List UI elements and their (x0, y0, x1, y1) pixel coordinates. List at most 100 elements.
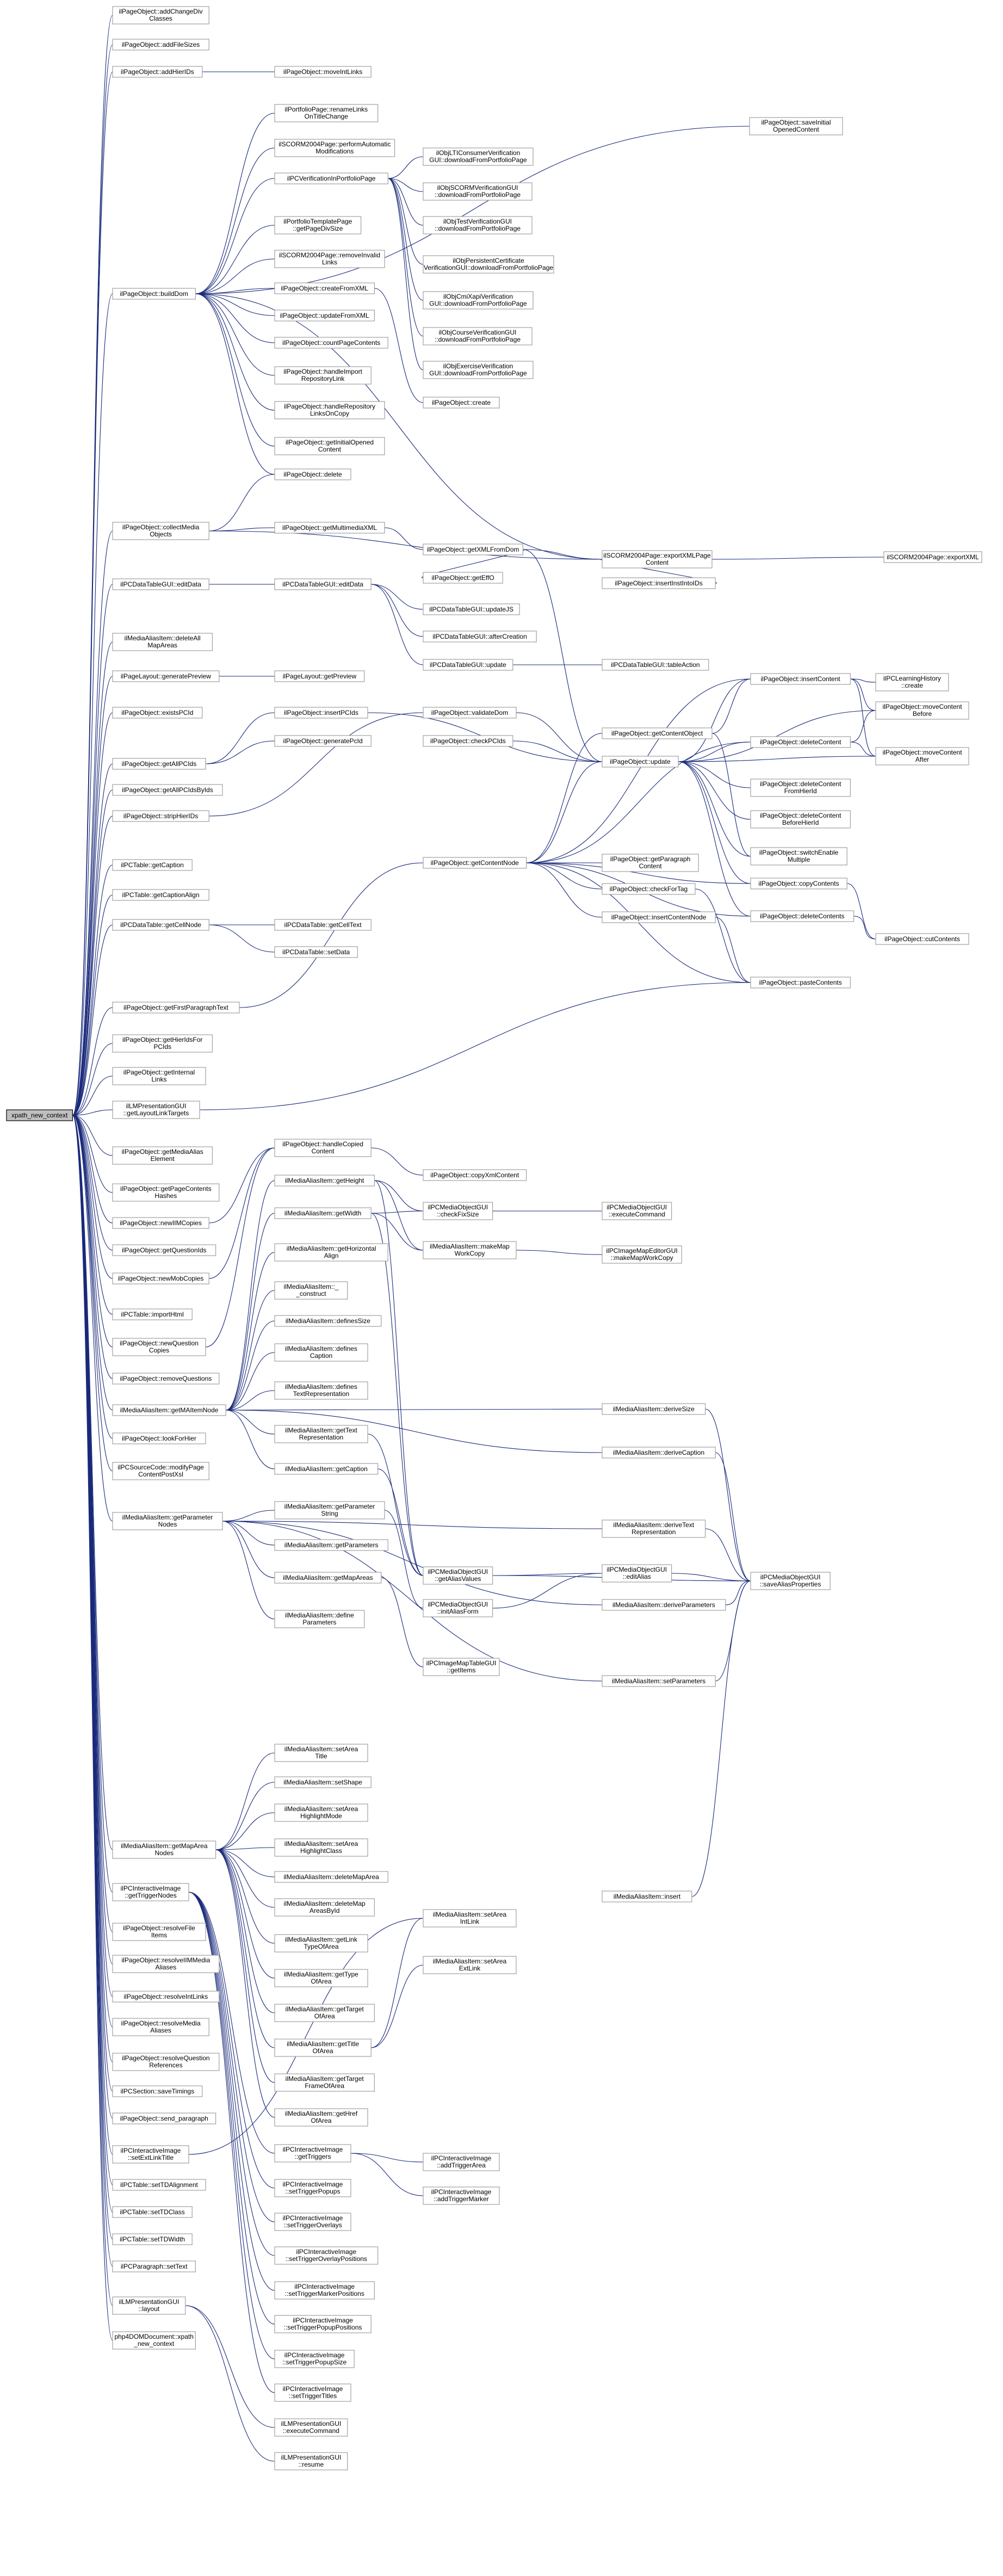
graph-node[interactable]: ilPageObject::stripHierIDs (112, 810, 209, 822)
graph-node[interactable]: ilPCDataTableGUI::editData (274, 578, 372, 590)
graph-node[interactable]: ilPageObject::send_paragraph (112, 2112, 216, 2124)
graph-node[interactable]: ilPCTable::setTDAlignment (112, 2179, 206, 2191)
graph-node[interactable]: ilPageObject::lookForHier (112, 1432, 206, 1444)
graph-node[interactable]: ilPCInteractiveImage::setTriggerPopups (274, 2179, 351, 2197)
graph-node[interactable]: ilPageObject::deleteContents (750, 910, 855, 922)
graph-node[interactable]: ilMediaAliasItem::deriveTextRepresentati… (602, 1519, 706, 1538)
graph-node[interactable]: ilMediaAliasItem::insert (602, 1891, 692, 1902)
graph-node[interactable]: ilMediaAliasItem::getCaption (274, 1463, 379, 1475)
graph-node[interactable]: ilPCDataTable::getCellNode (112, 919, 209, 931)
graph-node[interactable]: ilObjExerciseVerificationGUI::downloadFr… (423, 361, 534, 379)
graph-node[interactable]: ilMediaAliasItem::definesSize (274, 1315, 382, 1327)
graph-node[interactable]: ilPageObject::copyContents (750, 878, 847, 889)
graph-node[interactable]: ilPageObject::copyXmlContent (423, 1169, 527, 1181)
graph-node[interactable]: ilPCTable::setTDWidth (112, 2233, 193, 2245)
graph-node[interactable]: ilMediaAliasItem::getWidth (274, 1207, 372, 1219)
graph-node[interactable]: ilObjCourseVerificationGUI::downloadFrom… (423, 327, 533, 345)
graph-node[interactable]: ilMediaAliasItem::deriveSize (602, 1403, 706, 1415)
graph-node[interactable]: ilPageObject::resolveIntLinks (112, 1991, 220, 2003)
graph-node[interactable]: ilPCDataTableGUI::update (423, 659, 513, 671)
graph-node[interactable]: ilPCInteractiveImage::setTriggerMarkerPo… (274, 2281, 375, 2300)
graph-node[interactable]: ilPCMediaObjectGUI::initAliasForm (423, 1599, 493, 1617)
graph-node[interactable]: ilPageObject::insertInstIntoIDs (602, 577, 716, 589)
graph-node[interactable]: ilPageLayout::generatePreview (112, 670, 220, 682)
graph-node[interactable]: ilPCImageMapTableGUI::getItems (423, 1658, 500, 1676)
graph-node[interactable]: ilPCLearningHistory::create (875, 673, 949, 691)
graph-node[interactable]: ilPageObject::checkForTag (602, 883, 696, 895)
graph-node[interactable]: ilObjPersistentCertificateVerificationGU… (423, 255, 554, 274)
graph-node[interactable]: ilSCORM2004Page::exportXML (883, 551, 982, 563)
graph-node[interactable]: ilMediaAliasItem::deriveCaption (602, 1447, 716, 1459)
graph-node[interactable]: ilPageObject::newIIMCopies (112, 1217, 209, 1229)
graph-node[interactable]: ilPageObject::pasteContents (750, 977, 851, 989)
graph-node[interactable]: ilObjCmiXapiVerificationGUI::downloadFro… (423, 291, 534, 310)
graph-node[interactable]: ilPortfolioTemplatePage::getPageDivSize (274, 216, 362, 234)
graph-node[interactable]: ilMediaAliasItem::getParameters (274, 1539, 388, 1551)
graph-node[interactable]: ilPCDataTable::setData (274, 946, 358, 958)
graph-node[interactable]: ilPCInteractiveImage::setTriggerOverlayP… (274, 2246, 379, 2265)
root-node[interactable]: xpath_new_context (6, 1109, 73, 1121)
graph-node[interactable]: ilPCMediaObjectGUI::saveAliasProperties (750, 1572, 831, 1590)
graph-node[interactable]: ilPCInteractiveImage::setTriggerPopupPos… (274, 2315, 372, 2333)
graph-node[interactable]: ilMediaAliasItem::setParameters (602, 1675, 716, 1687)
graph-node[interactable]: ilPCInteractiveImage::getTriggers (274, 2144, 351, 2163)
graph-node[interactable]: ilPCSection::saveTimings (112, 2085, 203, 2097)
graph-node[interactable]: ilPageObject::validateDom (423, 707, 517, 719)
graph-node[interactable]: ilPCDataTableGUI::tableAction (602, 659, 709, 671)
graph-node[interactable]: ilPageObject::insertContent (750, 673, 851, 685)
graph-node[interactable]: ilPageObject::countPageContents (274, 337, 388, 349)
graph-node[interactable]: ilPCTable::getCaptionAlign (112, 889, 209, 901)
graph-node[interactable]: ilPageObject::cutContents (875, 933, 969, 945)
graph-node[interactable]: ilPCParagraph::setText (112, 2260, 196, 2272)
graph-node[interactable]: ilMediaAliasItem::definesTextRepresentat… (274, 1381, 368, 1400)
graph-node[interactable]: ilPageObject::getContentNode (423, 857, 527, 869)
graph-node[interactable]: ilPageObject::addFileSizes (112, 39, 209, 51)
graph-node[interactable]: ilPageObject::delete (274, 468, 351, 480)
graph-node[interactable]: ilPCInteractiveImage::getTriggerNodes (112, 1883, 189, 1901)
graph-node[interactable]: ilPageObject::getFirstParagraphText (112, 1002, 240, 1014)
graph-node[interactable]: ilPageObject::getAllPCIds (112, 758, 206, 770)
graph-node[interactable]: ilPageObject::newMobCopies (112, 1272, 209, 1284)
graph-node[interactable]: ilPageObject::createFromXML (274, 282, 375, 294)
graph-node[interactable]: ilPageObject::generatePcId (274, 735, 372, 747)
graph-node[interactable]: ilPageObject::getXMLFromDom (423, 543, 523, 555)
graph-node[interactable]: ilPCInteractiveImage::setTriggerPopupSiz… (274, 2350, 355, 2368)
graph-node[interactable]: ilPCMediaObjectGUI::checkFixSize (423, 1202, 493, 1220)
graph-node[interactable]: ilPCTable::setTDClass (112, 2206, 193, 2218)
graph-node[interactable]: ilPageLayout::getPreview (274, 670, 365, 682)
graph-node[interactable]: ilPCMediaObjectGUI::getAliasValues (423, 1566, 493, 1585)
graph-node[interactable]: ilPageObject::create (423, 397, 500, 409)
graph-node[interactable]: ilPCInteractiveImage::addTriggerArea (423, 2153, 500, 2171)
graph-node[interactable]: ilPageObject::existsPCId (112, 707, 203, 719)
graph-node[interactable]: ilPageObject::getMultimediaXML (274, 522, 385, 534)
graph-node[interactable]: ilMediaAliasItem::deriveParameters (602, 1599, 726, 1611)
graph-node[interactable]: ilPageObject::getAllPCIdsByIds (112, 784, 223, 796)
graph-node[interactable]: ilPCDataTableGUI::editData (112, 578, 209, 590)
graph-node[interactable]: ilPCInteractiveImage::setExtLinkTitle (112, 2145, 189, 2164)
graph-node[interactable]: ilPageObject::removeQuestions (112, 1373, 220, 1385)
graph-node[interactable]: ilPCDataTableGUI::afterCreation (423, 631, 537, 643)
graph-node[interactable]: ilPageObject::getContentObject (602, 727, 713, 739)
graph-node[interactable]: ilSCORM2004Page::performAutomaticModific… (274, 139, 395, 157)
graph-node[interactable]: ilObjLTIConsumerVerificationGUI::downloa… (423, 147, 534, 166)
graph-node[interactable]: ilObjTestVerificationGUI::downloadFromPo… (423, 216, 533, 234)
